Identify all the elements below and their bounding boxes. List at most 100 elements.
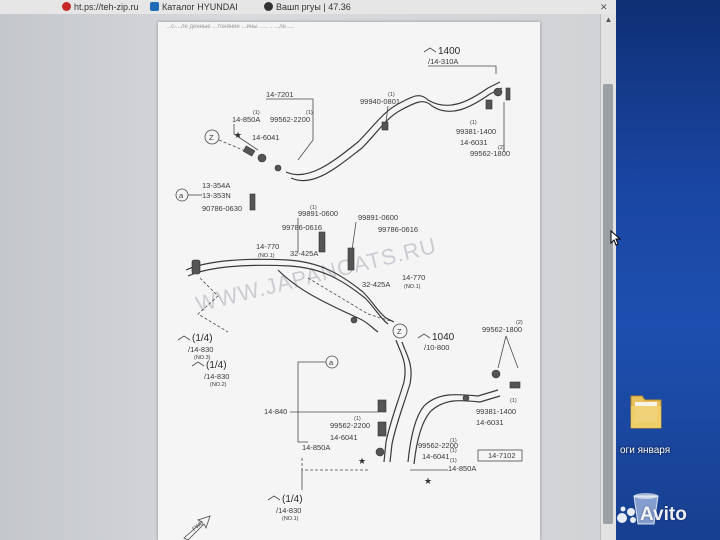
- ref-circle-z: [204, 129, 220, 145]
- mouse-cursor-icon: [610, 230, 622, 246]
- part-label-14-7102: 14-7102: [488, 451, 516, 460]
- part-label-14-310A: /14-310A: [428, 57, 458, 66]
- part-label-14-6041: 14-6041: [252, 133, 280, 142]
- browser-tab-teh-zip[interactable]: ht.ps://teh-zip.ru: [60, 1, 154, 13]
- scroll-thumb[interactable]: [603, 84, 613, 524]
- browser-tab-third[interactable]: Вашп ргуы | 47.36: [262, 1, 386, 13]
- lower-hose-right-edge: [413, 395, 501, 465]
- ref-14-830-a-code: /14-830: [188, 345, 213, 354]
- ref-arrow-icon: [417, 333, 431, 339]
- leader-line: [233, 124, 259, 151]
- part-label-99786-0616-right: 99786-0616: [378, 225, 418, 234]
- star-marker-icon: ★: [358, 456, 366, 466]
- middle-hose-2: [277, 269, 379, 333]
- ref-arrow-icon: [177, 335, 191, 341]
- ref-z-top: Z: [209, 133, 214, 142]
- bracket-icon: [347, 247, 355, 271]
- ref-14-830-c-code: /14-830: [276, 506, 301, 515]
- part-label-14-850A: 14-850A: [232, 115, 260, 124]
- part-label-90786-0630: 90786-0630: [202, 204, 242, 213]
- fitting-icon: [377, 421, 387, 437]
- lower-hose-vertical-edge: [389, 341, 412, 463]
- hose-clamp-icon: [274, 164, 282, 172]
- ref-14-830-b-no: (NO.2): [210, 382, 227, 388]
- no1-right: (NO.1): [404, 284, 421, 290]
- fwd-label: FWD: [192, 520, 206, 532]
- parts-diagram-page: ...с-...ле денные ...тоняние ...ины ....…: [158, 22, 540, 540]
- part-label-10-800: /10-800: [424, 343, 449, 352]
- part-label-99891-0600b: 99891-0600: [358, 213, 398, 222]
- part-box-14-7102: [477, 449, 523, 462]
- avito-text: Avito: [640, 504, 687, 525]
- browser-tab-hyundai-catalog[interactable]: Каталог HYUNDAI: [148, 1, 262, 13]
- leader-line: [297, 218, 357, 252]
- site-favicon-icon: [62, 2, 71, 11]
- fwd-arrow-icon: [183, 515, 211, 540]
- avito-watermark: Avito: [612, 498, 720, 532]
- scroll-up-arrow-icon[interactable]: ▲: [604, 15, 613, 24]
- part-label-14-840: 14-840: [264, 407, 287, 416]
- tab-overflow-icon[interactable]: ✕: [600, 2, 608, 12]
- ref-a-top: a: [179, 191, 184, 200]
- hose-clamp-icon: [350, 316, 358, 324]
- vertical-scrollbar[interactable]: ▲: [600, 14, 616, 540]
- desktop-background: [616, 0, 720, 540]
- folder-caption[interactable]: оги января: [620, 445, 671, 456]
- hose-clamp-icon: [377, 399, 387, 413]
- part-label-14-850A-b: 14-850A: [302, 443, 330, 452]
- page-header-text: ...с-...ле денные ...тоняние ...ины ....…: [166, 24, 295, 30]
- leader-line: [266, 98, 314, 161]
- qty-99381-1400: (1): [470, 120, 477, 126]
- recycle-bin-icon[interactable]: [626, 488, 666, 528]
- fitting-icon: [509, 381, 521, 389]
- part-label-14-6041-c: 14-6041: [422, 452, 450, 461]
- ref-arrow-icon: [423, 47, 437, 53]
- part-label-99562-1800-b: 99562-1800: [482, 325, 522, 334]
- part-label-14-6031: 14-6031: [460, 138, 488, 147]
- tab-label: Вашп ргуы | 47.36: [276, 2, 351, 12]
- upper-hose: [285, 81, 501, 176]
- folder-icon[interactable]: [628, 390, 664, 432]
- ref-14-830-c: (1/4): [282, 494, 303, 505]
- qty-14-6041-c: (1): [450, 448, 457, 454]
- ref-circle-z: [392, 323, 408, 339]
- dashed-ref-line: [197, 277, 395, 333]
- union-bolt-icon: [375, 447, 385, 457]
- ref-arrow-icon: [267, 495, 281, 501]
- hose-clamp-icon: [493, 87, 503, 97]
- site-favicon-icon: [264, 2, 273, 11]
- part-label-32-425A-left: 32-425A: [290, 249, 318, 258]
- part-label-99562-2200-b: 99562-2200: [330, 421, 370, 430]
- leader-line: [428, 65, 497, 74]
- qty-99562-2200-b: (1): [354, 416, 361, 422]
- lower-hose-vertical: [383, 339, 406, 463]
- part-label-99562-1800: 99562-1800: [470, 149, 510, 158]
- union-bolt-icon: [505, 87, 511, 101]
- fitting-icon: [485, 99, 493, 110]
- middle-hose-1: [185, 258, 395, 323]
- part-label-14-7201: 14-7201: [266, 90, 294, 99]
- part-label-99381-1400-b: 99381-1400: [476, 407, 516, 416]
- hose-clamp-icon: [462, 394, 470, 402]
- hose-clamp-icon: [242, 145, 256, 157]
- qty-99562-1800-b: (2): [516, 320, 523, 326]
- part-label-13-353N: 13-353N: [202, 191, 231, 200]
- part-label-14-6041-b: 14-6041: [330, 433, 358, 442]
- part-label-99381-1400: 99381-1400: [456, 127, 496, 136]
- dashed-ref-line: [218, 139, 244, 151]
- qty-99381-1400-b: (1): [510, 398, 517, 404]
- middle-hose-1-edge: [187, 264, 389, 325]
- part-label-99562-2200: 99562-2200: [270, 115, 310, 124]
- part-label-99786-0616-left: 99786-0616: [282, 223, 322, 232]
- ref-14-830-b: (1/4): [206, 360, 227, 371]
- site-favicon-icon: [150, 2, 159, 11]
- qty-99940-0801: (1): [388, 92, 395, 98]
- avito-logo-icon: [617, 506, 636, 523]
- ref-z-mid: Z: [397, 327, 402, 336]
- part-label-1400: 1400: [438, 46, 461, 57]
- fitting-icon: [257, 153, 267, 163]
- tab-label: Каталог HYUNDAI: [162, 2, 238, 12]
- part-label-14-850A-c: 14-850A: [448, 464, 476, 473]
- qty-99562-2200: (1): [306, 110, 313, 116]
